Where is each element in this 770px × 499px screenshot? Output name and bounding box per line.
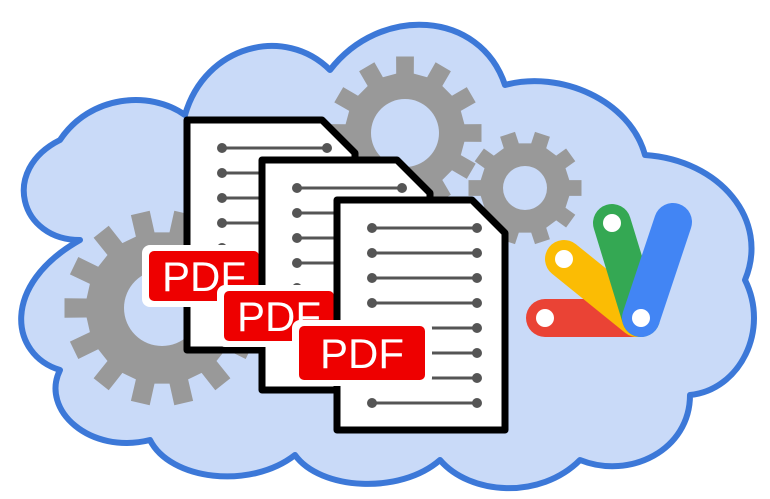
text-line-dot [472,248,482,258]
text-line-dot [472,398,482,408]
text-line-dot [217,193,227,203]
text-line-dot [472,223,482,233]
text-line-dot [472,373,482,383]
text-line-dot [292,208,302,218]
pdf-document-icon: PDF [292,196,509,434]
text-line-dot [292,183,302,193]
pdf-label: PDF [320,330,404,377]
text-line-dot [472,273,482,283]
text-line-dot [367,398,377,408]
text-line-dot [292,258,302,268]
apps-script-logo-icon [526,203,692,337]
text-line-dot [217,218,227,228]
text-line-dot [472,298,482,308]
text-line-dot [367,248,377,258]
text-line-dot [367,273,377,283]
text-line-dot [217,143,227,153]
text-line-dot [217,168,227,178]
gear-icon [468,131,582,245]
text-line-dot [322,143,332,153]
text-line-dot [472,323,482,333]
text-line-dot [472,348,482,358]
text-line-dot [367,298,377,308]
text-line-dot [367,223,377,233]
gear-hole [503,166,547,210]
text-line-dot [397,183,407,193]
pdf-badge: PDF [292,320,432,386]
gear-hole [371,99,439,167]
text-line-dot [292,233,302,243]
